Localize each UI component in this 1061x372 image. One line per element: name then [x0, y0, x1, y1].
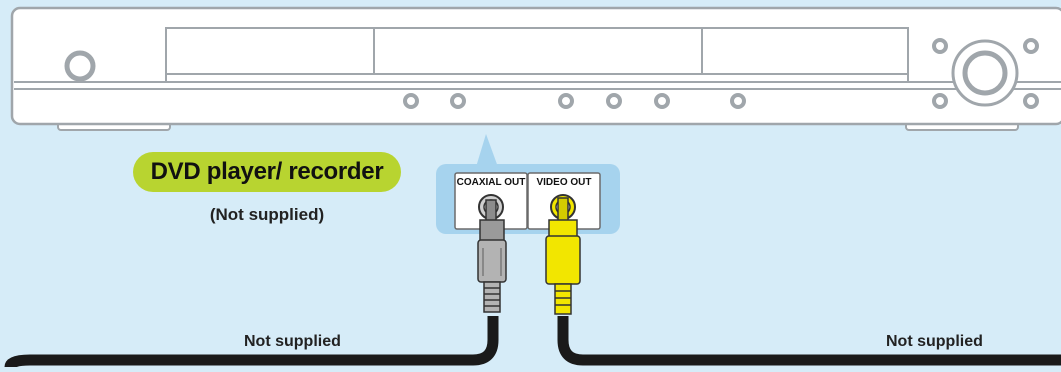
- jog-dial-icon: [951, 39, 1019, 107]
- device-note: (Not supplied): [209, 205, 325, 224]
- power-button-icon: [64, 50, 96, 82]
- video-cable: [557, 316, 1061, 366]
- coaxial-plug-icon: [477, 199, 507, 313]
- coaxial-cable: [4, 316, 499, 369]
- dial-buttons: [932, 38, 1039, 109]
- front-panel-buttons: [403, 93, 746, 109]
- video-plug-icon: [545, 197, 581, 315]
- coaxial-out-label: COAXIAL OUT: [456, 177, 526, 188]
- right-cable-note: Not supplied: [886, 333, 983, 350]
- video-out-label: VIDEO OUT: [536, 177, 592, 188]
- dvd-player-body: [10, 6, 1061, 126]
- left-cable-note: Not supplied: [244, 333, 341, 350]
- device-name-badge: DVD player/ recorder: [133, 152, 401, 192]
- rear-panel-callout: [436, 134, 620, 234]
